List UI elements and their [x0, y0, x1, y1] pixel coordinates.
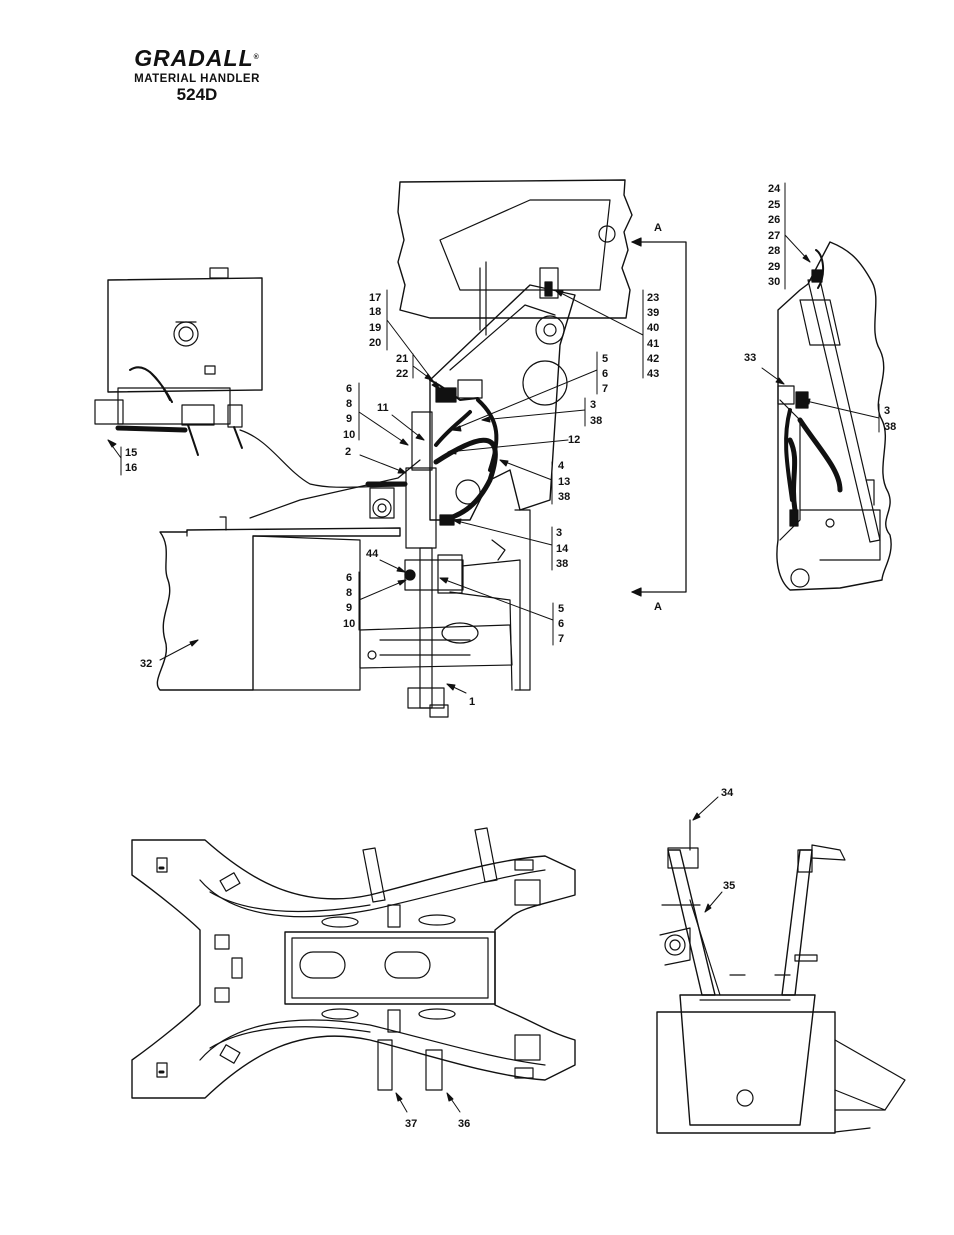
callout-11: 11 — [377, 402, 389, 414]
callout-19: 19 — [369, 322, 381, 334]
callout-29: 29 — [768, 261, 780, 273]
frame-top-view — [131, 827, 576, 1099]
section-marker-top: A — [654, 222, 662, 234]
callout-12: 12 — [568, 434, 580, 446]
callout-1: 1 — [469, 696, 475, 708]
callout-8-lower: 8 — [346, 587, 352, 599]
callout-21: 21 — [396, 353, 408, 365]
callout-38-c: 38 — [556, 558, 568, 570]
callout-2: 2 — [345, 446, 351, 458]
callout-5-upper: 5 — [602, 353, 608, 365]
callout-42: 42 — [647, 353, 659, 365]
callout-32: 32 — [140, 658, 152, 670]
callout-36: 36 — [458, 1118, 470, 1130]
callout-13: 13 — [558, 476, 570, 488]
leader-lines — [107, 182, 880, 1113]
main-assembly-view — [94, 179, 687, 718]
callout-38-b: 38 — [558, 491, 570, 503]
callout-17: 17 — [369, 292, 381, 304]
callout-5-lower: 5 — [558, 603, 564, 615]
callout-labels: A A 15 16 17 18 19 20 21 22 6 8 9 10 11 … — [125, 183, 896, 1130]
callout-4: 4 — [558, 460, 565, 472]
section-marker-bottom: A — [654, 601, 662, 613]
model-number: 524D — [176, 85, 218, 104]
callout-6-upper: 6 — [346, 383, 352, 395]
callout-26: 26 — [768, 214, 780, 226]
callout-8-upper: 8 — [346, 398, 352, 410]
callout-44: 44 — [366, 548, 379, 560]
callout-35: 35 — [723, 880, 735, 892]
callout-28: 28 — [768, 245, 780, 257]
callout-3-b: 3 — [556, 527, 562, 539]
callout-41: 41 — [647, 338, 659, 350]
detail-a-view — [776, 241, 892, 591]
callout-10-lower: 10 — [343, 618, 355, 630]
callout-24: 24 — [768, 183, 781, 195]
callout-33: 33 — [744, 352, 756, 364]
callout-39: 39 — [647, 307, 659, 319]
callout-10-upper: 10 — [343, 429, 355, 441]
callout-43: 43 — [647, 368, 659, 380]
callout-3-a: 3 — [590, 399, 596, 411]
callout-37: 37 — [405, 1118, 417, 1130]
brand-subtitle: MATERIAL HANDLER — [134, 73, 260, 85]
callout-18: 18 — [369, 306, 381, 318]
callout-16: 16 — [125, 462, 137, 474]
callout-25: 25 — [768, 199, 780, 211]
callout-34: 34 — [721, 787, 734, 799]
callout-9-upper: 9 — [346, 413, 352, 425]
brand-block: GRADALL® MATERIAL HANDLER 524D — [112, 46, 282, 104]
callout-40: 40 — [647, 322, 659, 334]
callout-7-upper: 7 — [602, 383, 608, 395]
callout-22: 22 — [396, 368, 408, 380]
callout-20: 20 — [369, 337, 381, 349]
callout-14: 14 — [556, 543, 569, 555]
callout-3-c: 3 — [884, 405, 890, 417]
callout-27: 27 — [768, 230, 780, 242]
callout-15: 15 — [125, 447, 137, 459]
gradall-logo: GRADALL® — [134, 45, 260, 71]
frame-rear-view — [656, 819, 906, 1134]
callout-9-lower: 9 — [346, 602, 352, 614]
callout-38-d: 38 — [884, 421, 896, 433]
callout-30: 30 — [768, 276, 780, 288]
callout-38-a: 38 — [590, 415, 602, 427]
callout-6b-upper: 6 — [602, 368, 608, 380]
callout-6-lower: 6 — [346, 572, 352, 584]
callout-6b-lower: 6 — [558, 618, 564, 630]
callout-7-lower: 7 — [558, 633, 564, 645]
callout-23: 23 — [647, 292, 659, 304]
